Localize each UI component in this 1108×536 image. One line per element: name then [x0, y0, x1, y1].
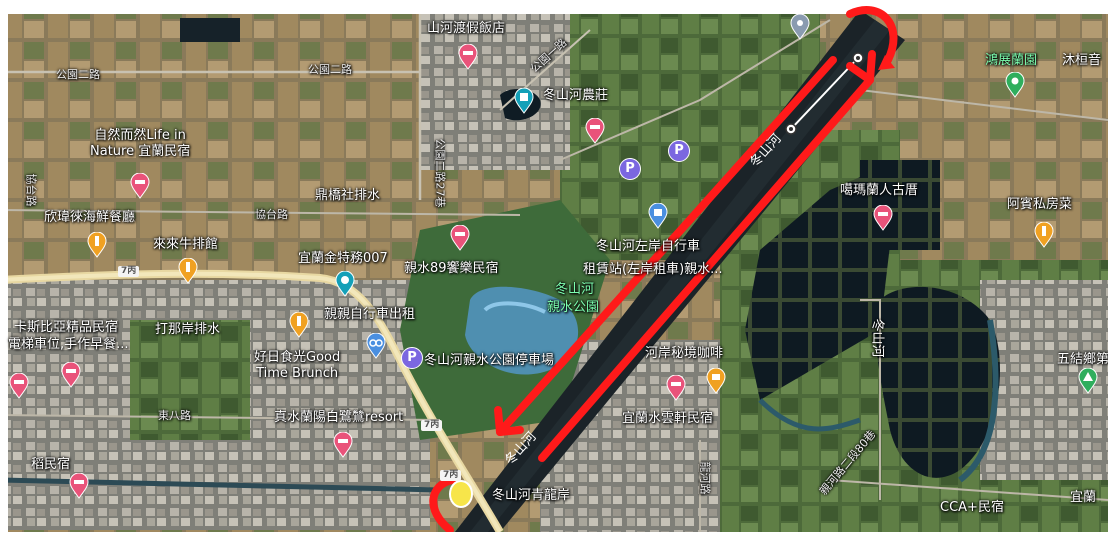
cafe-pin-icon[interactable] [706, 368, 726, 394]
route-7bing-shield: 7丙 [118, 266, 140, 277]
hotel-pin-icon[interactable] [9, 373, 29, 399]
restaurant-pin-icon[interactable] [87, 232, 107, 258]
place-label[interactable]: 宜蘭水雲軒民宿 [622, 411, 714, 426]
hotel-pin-icon[interactable] [61, 362, 81, 388]
parking-icon[interactable]: P [401, 347, 423, 369]
place-label[interactable]: 沐桓音 [1062, 53, 1102, 68]
hotel-pin-icon[interactable] [69, 473, 89, 499]
waterway-label: 打那岸排水 [155, 322, 221, 337]
restaurant-pin-icon[interactable] [289, 312, 309, 338]
selected-location-marker[interactable] [449, 480, 473, 508]
park-label[interactable]: 冬山河 [555, 282, 595, 297]
hotel-pin-icon[interactable] [450, 225, 470, 251]
road-label: 東八路 [158, 409, 191, 422]
bike-pin-icon[interactable] [366, 333, 386, 359]
road-label: 協台路 [255, 208, 288, 221]
place-label[interactable]: 租賃站(左岸租車)親水... [583, 262, 723, 277]
park-label[interactable]: 親水公園 [547, 300, 600, 315]
route-7bing-shield: 7丙 [440, 470, 462, 481]
place-pin-icon[interactable] [790, 14, 810, 40]
hotel-pin-icon[interactable] [130, 173, 150, 199]
place-label[interactable]: 山河渡假飯店 [427, 21, 506, 36]
road-label: 公園二路 [308, 63, 352, 76]
route-7bing-shield: 7丙 [421, 420, 443, 431]
place-label[interactable]: 宜蘭金特務007 [298, 251, 388, 266]
place-label[interactable]: 五結鄉第一 [1057, 352, 1108, 367]
place-label[interactable]: 親水89饗樂民宿 [404, 261, 499, 276]
restaurant-pin-icon[interactable] [178, 258, 198, 284]
place-label[interactable]: 冬山河親水公園停車場 [424, 353, 555, 368]
place-label[interactable]: 自然而然Life in Nature 宜蘭民宿 [90, 128, 191, 159]
parking-icon[interactable]: P [619, 158, 641, 180]
place-label[interactable]: 冬山河青龍岸 [492, 488, 571, 503]
place-label[interactable]: 冬山河左岸自行車 [596, 239, 701, 254]
place-label[interactable]: 稻民宿 [31, 457, 71, 472]
place-label[interactable]: 阿賓私房菜 [1007, 197, 1073, 212]
place-label[interactable]: 好日食光Good Time Brunch [254, 350, 341, 381]
garden-pin-icon[interactable] [1005, 72, 1025, 98]
park-pin-icon[interactable] [1078, 368, 1098, 394]
camera-pin-icon[interactable] [335, 271, 355, 297]
place-label[interactable]: 真水蘭陽白鷺鷥resort [274, 410, 404, 425]
road-label: 龍河路 [698, 461, 712, 495]
place-label[interactable]: 卡斯比亞精品民宿 [14, 320, 119, 335]
restaurant-pin-icon[interactable] [1034, 222, 1054, 248]
place-label[interactable]: 電梯車位,手作早餐... [8, 337, 129, 352]
parking-icon[interactable]: P [668, 140, 690, 162]
place-label[interactable]: 鴻展蘭園 [985, 53, 1038, 68]
road-label: 公園二路 [56, 68, 100, 81]
river-label: 冬山河 [869, 318, 885, 358]
place-label[interactable]: 河岸秘境咖啡 [645, 346, 724, 361]
hotel-pin-icon[interactable] [666, 375, 686, 401]
place-label[interactable]: 冬山河農莊 [543, 88, 609, 103]
tourist-spot-pin-icon[interactable] [514, 88, 534, 114]
place-label[interactable]: CCA+民宿 [940, 500, 1004, 515]
waterway-label: 鼎橋社排水 [315, 188, 381, 203]
hotel-pin-icon[interactable] [458, 44, 478, 70]
place-label[interactable]: 來來牛排館 [153, 237, 219, 252]
place-label[interactable]: 欣瑋徠海鮮餐廳 [44, 210, 136, 225]
shopping-pin-icon[interactable] [648, 203, 668, 229]
place-label: 宜蘭 [1070, 490, 1097, 505]
place-label[interactable]: 親親自行車出租 [324, 307, 416, 322]
road-label: 協台路 [24, 173, 38, 207]
hotel-pin-icon[interactable] [585, 118, 605, 144]
road-label: 公園二路27巷 [433, 138, 447, 208]
place-label[interactable]: 噶瑪蘭人古厝 [840, 183, 919, 198]
route-annotation [429, 6, 898, 534]
hotel-pin-icon[interactable] [333, 432, 353, 458]
hotel-pin-icon[interactable] [873, 205, 893, 231]
